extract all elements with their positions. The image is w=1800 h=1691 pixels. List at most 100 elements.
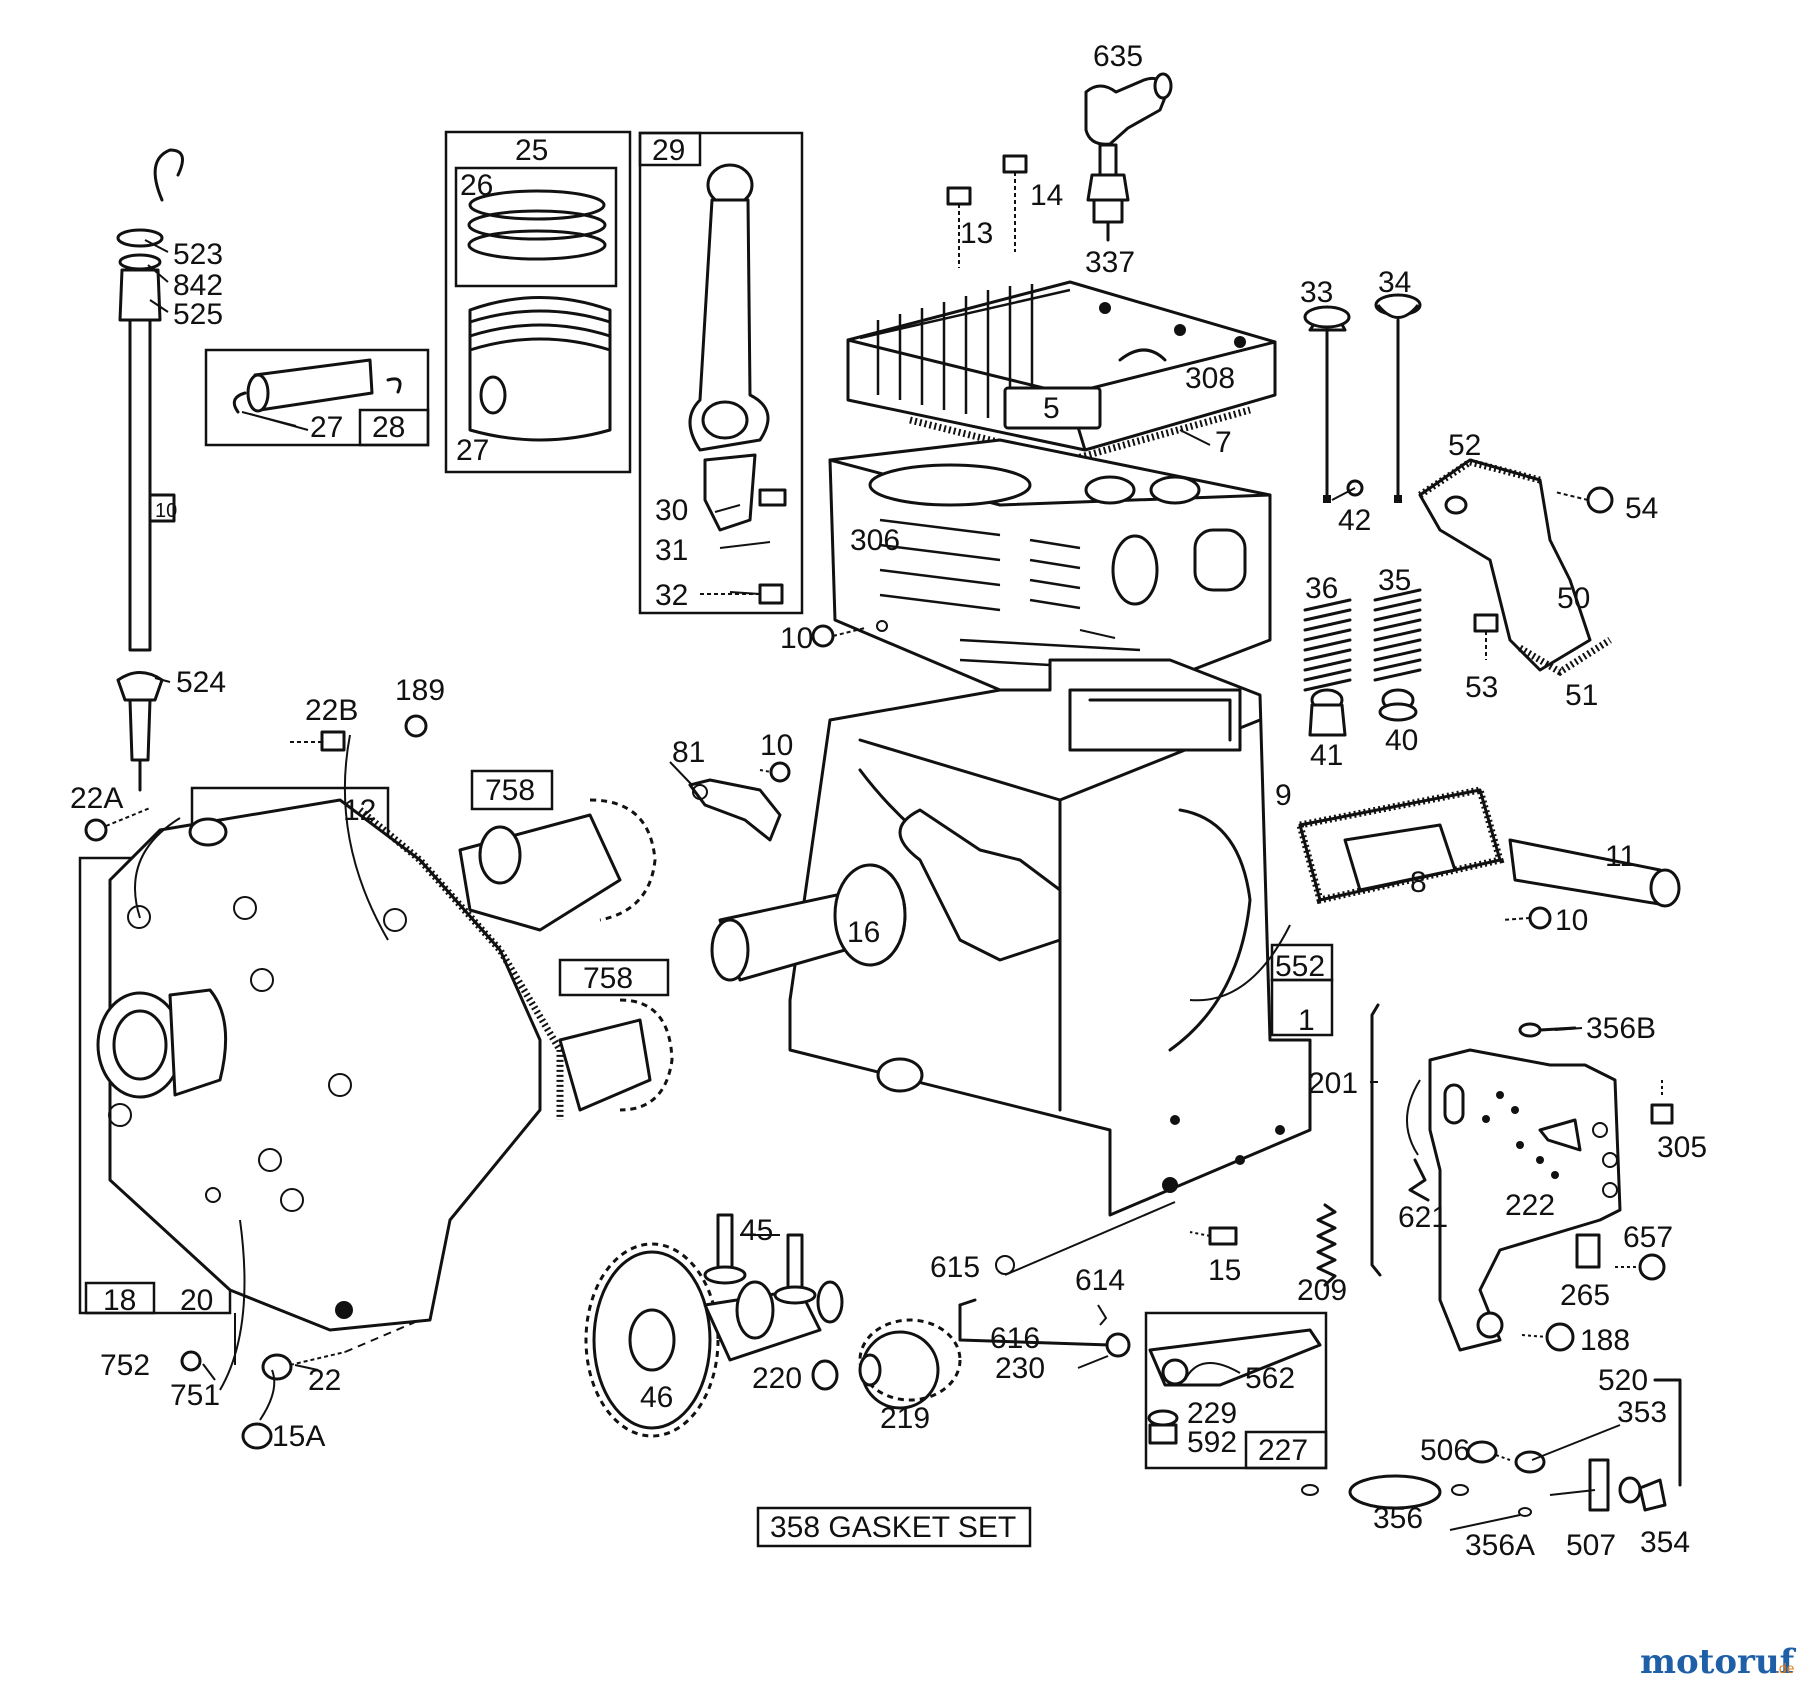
gasket-set-box: 358 GASKET SET xyxy=(756,1506,1032,1548)
label-10c: 10 xyxy=(760,729,793,762)
label-209: 209 xyxy=(1297,1274,1347,1307)
label-525: 525 xyxy=(173,298,223,331)
label-562: 562 xyxy=(1245,1362,1295,1395)
label-22a: 22A xyxy=(70,782,123,815)
label-36: 36 xyxy=(1305,572,1338,605)
label-751: 751 xyxy=(170,1379,220,1412)
watermark-main: motoruf xyxy=(1640,1642,1797,1682)
label-524: 524 xyxy=(176,666,226,699)
screw-188 xyxy=(1521,1322,1575,1352)
label-1: 1 xyxy=(1298,1004,1315,1037)
governor-crank-81 xyxy=(688,778,782,842)
watermark-suffix: .de xyxy=(1775,1660,1795,1676)
label-9: 9 xyxy=(1275,779,1292,812)
breather-tube xyxy=(1508,838,1681,908)
washer-189 xyxy=(404,714,428,738)
cylinder-block xyxy=(828,438,1272,692)
label-305: 305 xyxy=(1657,1131,1707,1164)
label-356a: 356A xyxy=(1465,1529,1535,1562)
label-13: 13 xyxy=(960,217,993,250)
label-15a: 15A xyxy=(272,1420,325,1453)
stop-switch-parts xyxy=(1301,1378,1682,1531)
wrist-pin-box xyxy=(204,348,430,447)
label-53: 53 xyxy=(1465,671,1498,704)
governor-gear-box-upper xyxy=(458,769,657,932)
label-14: 14 xyxy=(1030,179,1063,212)
label-356: 356 xyxy=(1373,1502,1423,1535)
label-51: 51 xyxy=(1565,679,1598,712)
label-201: 201 xyxy=(1308,1067,1358,1100)
governor-spring-209 xyxy=(1316,1203,1337,1287)
governor-link-201 xyxy=(1370,1003,1382,1277)
valve-tappets xyxy=(703,1213,817,1305)
label-227: 227 xyxy=(1258,1434,1308,1467)
label-265: 265 xyxy=(1560,1279,1610,1312)
intake-valve xyxy=(1303,305,1351,503)
label-81: 81 xyxy=(672,736,705,769)
exhaust-bolt-53 xyxy=(1473,613,1499,660)
label-34: 34 xyxy=(1378,266,1411,299)
label-842: 842 xyxy=(173,269,223,302)
control-bracket xyxy=(1428,1048,1622,1352)
label-frames xyxy=(1270,943,1334,1037)
label-8: 8 xyxy=(1410,866,1427,899)
label-10a: 10 xyxy=(155,500,177,522)
motoruf-watermark: motoruf .de xyxy=(1640,1642,1797,1682)
leader-lines xyxy=(134,239,1660,1496)
label-28: 28 xyxy=(372,411,405,444)
cylinder-head xyxy=(846,280,1277,452)
label-188: 188 xyxy=(1580,1324,1630,1357)
label-222: 222 xyxy=(1505,1189,1555,1222)
label-33: 33 xyxy=(1300,276,1333,309)
label-354: 354 xyxy=(1640,1526,1690,1559)
spark-plug xyxy=(1086,143,1130,242)
camshaft-gear xyxy=(584,1242,844,1438)
label-523: 523 xyxy=(173,238,223,271)
crankshaft xyxy=(710,808,1062,982)
plug-15 xyxy=(1189,1226,1238,1246)
label-35: 35 xyxy=(1378,564,1411,597)
spark-plug-boot xyxy=(1084,72,1173,146)
label-592: 592 xyxy=(1187,1426,1237,1459)
label-26: 26 xyxy=(460,169,493,202)
valve-spring-intake xyxy=(1303,598,1352,737)
label-752: 752 xyxy=(100,1349,150,1382)
label-230: 230 xyxy=(995,1352,1045,1385)
label-45: 45 xyxy=(740,1214,773,1247)
label-229: 229 xyxy=(1187,1397,1237,1430)
label-7: 7 xyxy=(1215,426,1232,459)
label-5: 5 xyxy=(1043,392,1060,425)
label-308: 308 xyxy=(1185,362,1235,395)
label-54: 54 xyxy=(1625,492,1658,525)
label-189: 189 xyxy=(395,674,445,707)
label-220: 220 xyxy=(752,1362,802,1395)
label-10d: 10 xyxy=(1555,904,1588,937)
label-25: 25 xyxy=(515,134,548,167)
governor-screw-10 xyxy=(759,761,791,783)
label-27a: 27 xyxy=(310,411,343,444)
label-18: 18 xyxy=(103,1284,136,1317)
label-30: 30 xyxy=(655,494,688,527)
label-507: 507 xyxy=(1566,1529,1616,1562)
screw-22a xyxy=(84,807,151,842)
label-27b: 27 xyxy=(456,434,489,467)
piston-assembly-box xyxy=(444,130,632,474)
label-15: 15 xyxy=(1208,1254,1241,1287)
label-306: 306 xyxy=(850,524,900,557)
label-29: 29 xyxy=(652,134,685,167)
label-621: 621 xyxy=(1398,1201,1448,1234)
label-40: 40 xyxy=(1385,724,1418,757)
label-16: 16 xyxy=(847,916,880,949)
crankcase-cover xyxy=(96,798,564,1332)
label-20: 20 xyxy=(180,1284,213,1317)
governor-shaft xyxy=(958,1255,1131,1358)
label-52: 52 xyxy=(1448,429,1481,462)
label-12: 12 xyxy=(343,794,376,827)
label-353: 353 xyxy=(1617,1396,1667,1429)
label-219: 219 xyxy=(880,1402,930,1435)
washer-220 xyxy=(811,1359,839,1391)
label-506: 506 xyxy=(1420,1434,1470,1467)
label-614: 614 xyxy=(1075,1264,1125,1297)
label-31: 31 xyxy=(655,534,688,567)
